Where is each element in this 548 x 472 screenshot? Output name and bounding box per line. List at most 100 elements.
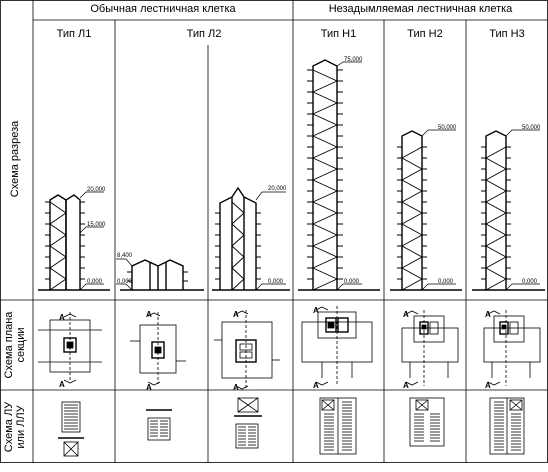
section-l1-building	[49, 194, 81, 290]
stair-flight	[231, 256, 245, 269]
node-l1-steps	[64, 404, 78, 430]
section-mark-h1-top: А	[313, 306, 319, 315]
plan-l2b	[214, 310, 280, 390]
plan-l1	[38, 312, 102, 384]
stair-flight	[312, 135, 338, 148]
stair-flight	[312, 256, 338, 269]
stair-flight	[312, 168, 338, 181]
node-l2a	[146, 409, 172, 441]
section-mark-l2b-bottom: А	[233, 383, 239, 392]
elev-l2b-base: 0,000	[268, 279, 284, 285]
elevation-marks: 20,000 15,000 0,000 8,400 0,000 20,000 0…	[87, 57, 541, 285]
stair-flight	[231, 245, 245, 258]
stair-flight	[401, 168, 423, 181]
stair-flight	[401, 234, 423, 247]
section-h1-building	[312, 59, 338, 290]
node-h3-steps	[494, 401, 521, 451]
stair-flight	[49, 245, 67, 258]
stair-flight	[485, 190, 507, 203]
node-l2b-steps	[238, 426, 256, 446]
stair-flight	[485, 256, 507, 269]
l2-stair-zigzag	[231, 201, 245, 291]
stair-flight	[485, 212, 507, 225]
stair-flight	[49, 278, 67, 291]
node-h1-steps	[324, 401, 352, 451]
l1-stair-zigzag	[49, 201, 67, 291]
stair-flight	[485, 168, 507, 181]
stair-flight	[401, 201, 423, 214]
stair-flight	[312, 278, 338, 291]
h3-stair-zigzag	[485, 146, 507, 291]
row-label-node-line1: Схема ЛУ	[3, 401, 15, 453]
stair-flight	[49, 256, 67, 269]
stair-flight	[312, 124, 338, 137]
section-l2-tall-building	[219, 186, 257, 290]
h2-stair-zigzag	[401, 146, 423, 291]
section-mark-l1-top: А	[59, 313, 65, 322]
stair-flight	[312, 91, 338, 104]
stair-flight	[401, 212, 423, 225]
stair-flight	[485, 245, 507, 258]
stair-flight	[231, 278, 245, 291]
stair-flight	[401, 245, 423, 258]
section-h3-building	[485, 130, 507, 290]
node-l2b	[234, 397, 262, 449]
stair-flight	[312, 179, 338, 192]
type-header-h3: Тип Н3	[489, 28, 525, 40]
type-header-h1: Тип Н1	[320, 28, 357, 40]
stair-flight	[312, 190, 338, 203]
section-mark-h2-bottom: А	[403, 381, 409, 390]
row-label-plan-line2: секции	[15, 327, 27, 363]
row-label-plan-line1: Схема плана	[3, 311, 15, 379]
group-header-smokeproof: Незадымляемая лестничная клетка	[328, 3, 513, 15]
stair-flight	[485, 146, 507, 159]
elev-h3-top: 50,000	[522, 125, 541, 131]
stair-flight	[312, 245, 338, 258]
stair-node-schemes	[58, 397, 525, 457]
type-header-l1: Тип Л1	[56, 28, 92, 40]
elev-h2-base: 0,000	[438, 279, 454, 285]
stair-flight	[401, 223, 423, 236]
stair-flight	[312, 80, 338, 93]
stair-flight	[485, 278, 507, 291]
stair-flight	[401, 278, 423, 291]
node-h3	[489, 397, 525, 455]
stair-flight	[401, 146, 423, 159]
stair-flight	[49, 223, 67, 236]
elev-l1-base: 0,000	[87, 279, 103, 285]
stair-flight	[485, 157, 507, 170]
row-label-plan: Схема плана секции	[3, 295, 29, 395]
row-label-section: Схема разреза	[9, 120, 21, 198]
node-l1	[58, 401, 84, 457]
plan-h3	[483, 310, 541, 386]
section-mark-h2-top: А	[403, 310, 409, 319]
stair-flight	[312, 201, 338, 214]
elev-l2a-base: 0,000	[117, 279, 133, 285]
stair-flight	[312, 102, 338, 115]
stair-flight	[401, 267, 423, 280]
section-marks: А А А А А А А А А А А А	[59, 306, 491, 392]
elev-h1-top: 75,000	[344, 57, 363, 63]
stair-flight	[401, 157, 423, 170]
stair-flight	[231, 267, 245, 280]
node-l2a-steps	[150, 420, 168, 437]
stair-flight	[312, 113, 338, 126]
plan-schemes	[38, 306, 541, 390]
section-mark-l2b-top: А	[233, 310, 239, 319]
stair-flight	[312, 146, 338, 159]
section-h2-building	[401, 130, 423, 290]
row-label-node-line2: или ЛЛУ	[15, 405, 27, 449]
plan-h2	[401, 310, 459, 386]
elev-l1-mid: 15,000	[87, 222, 106, 228]
row-label-node: Схема ЛУ или ЛЛУ	[3, 382, 29, 472]
section-mark-h1-bottom: А	[313, 381, 319, 390]
plan-h1	[301, 306, 373, 386]
section-mark-l2a-top: А	[146, 310, 152, 319]
elev-l2a-top: 8,400	[117, 253, 133, 259]
section-mark-l2a-bottom: А	[146, 383, 152, 392]
group-header-ordinary: Обычная лестничная клетка	[90, 3, 236, 15]
elev-h2-top: 50,000	[438, 125, 457, 131]
stair-flight	[231, 212, 245, 225]
stair-flight	[231, 201, 245, 214]
